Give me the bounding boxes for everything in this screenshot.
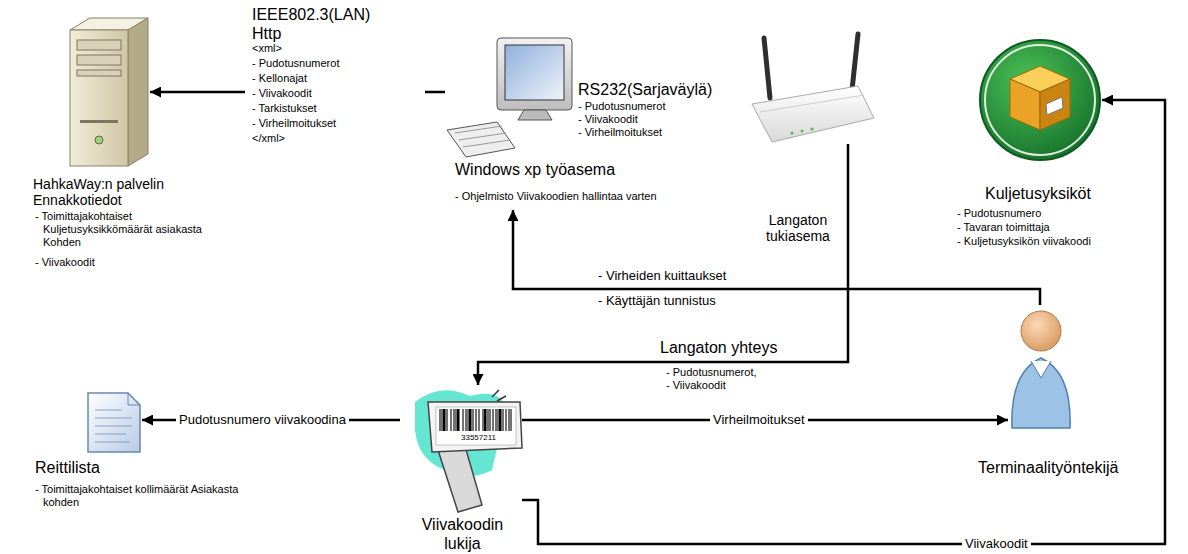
barcode-bars: [444, 409, 500, 431]
antenna: [764, 38, 770, 98]
diagram-node: Kuljetusyksiköt- Pudotusnumero- Tavaran …: [978, 38, 1102, 162]
annotation-label: - Viivakoodit: [252, 87, 312, 100]
package-right: [1040, 79, 1070, 130]
diagram-node: HahkaWay:n palvelin Ennakkotiedot- Toimi…: [55, 16, 150, 168]
connector-arrow: [478, 144, 848, 385]
keyboard: [447, 122, 515, 157]
annotation-label: 33557211: [458, 433, 499, 443]
annotation-label: - Virheilmoitukset: [252, 117, 336, 130]
annotation-label: </xml>: [252, 132, 285, 145]
annotation-label: - Pudotusnumerot: [578, 100, 665, 113]
node-text: HahkaWay:n palvelin Ennakkotiedot: [33, 176, 193, 208]
diagram-node: Windows xp työasema - Ohjelmisto Viivakoo…: [445, 36, 690, 210]
annotation-label: - Pudotusnumerot,: [666, 366, 757, 379]
keyboard-keys: [455, 126, 510, 147]
power-button: [95, 136, 103, 144]
drive-bay: [77, 55, 121, 65]
label-patch: [245, 40, 425, 148]
node-text: Windows xp työasema: [455, 160, 615, 179]
server-side: [128, 18, 148, 166]
router-edge: [760, 95, 864, 112]
diagram-node: Reittilista- Toimittajakohtaiset kollimä…: [86, 392, 142, 454]
reader-handle: [438, 446, 482, 512]
diagram-node: Langaton tukiasema: [752, 32, 874, 144]
node-text: Kuljetusyksiköt: [985, 184, 1091, 203]
node-text: - Ohjelmisto Viivakoodien hallintaa vart…: [455, 190, 657, 203]
drive-bay: [77, 70, 121, 76]
node-text: Viivakoodin lukija: [410, 515, 515, 553]
node-text: - Pudotusnumero: [957, 207, 1041, 220]
node-text: - Tavaran toimittaja: [957, 221, 1050, 234]
node-text: Terminaalityöntekijä: [978, 458, 1119, 477]
annotation-label: RS232(Sarjaväylä): [578, 80, 712, 99]
circle-outline: [980, 40, 1100, 160]
annotation-label: - Viivakoodit: [578, 113, 638, 126]
node-text: Langaton tukiasema: [748, 212, 848, 244]
connector-arrow: [522, 100, 1165, 544]
edge-label: Virheilmoitukset: [710, 412, 808, 428]
node-text: - Viivakoodit: [35, 256, 95, 269]
server-vent: [80, 120, 118, 123]
router-led: [790, 131, 793, 134]
diagram-node: Terminaalityöntekijä: [1008, 305, 1074, 430]
person-collar: [1031, 361, 1051, 378]
edge-label: Viivakoodit: [962, 536, 1031, 552]
document-lines: [95, 410, 132, 442]
document-icon: [88, 393, 140, 452]
node-text: - Kuljetusyksikön viivakoodi: [957, 235, 1091, 248]
edge-label: Pudotusnumero viivakoodina: [176, 412, 349, 428]
router-body: [752, 86, 874, 142]
annotation-label: <xml>: [252, 42, 282, 55]
monitor-case: [497, 38, 572, 110]
package-top: [1010, 66, 1070, 92]
edge-label: - Virheiden kuittaukset: [598, 268, 726, 284]
node-text: - Toimittajakohtaiset Kuljetusyksikkömää…: [35, 210, 233, 249]
router-led: [800, 129, 803, 132]
reader-head: [428, 402, 522, 452]
node-text: - Toimittajakohtaiset kollimäärät Asiaka…: [35, 483, 248, 509]
scan-signal: [492, 390, 506, 401]
person-body: [1012, 358, 1070, 428]
server-front: [70, 30, 128, 166]
circle-shape: [978, 38, 1102, 162]
annotation-label: - Pudotusnumerot: [252, 57, 339, 70]
diagram-node: Viivakoodin lukija: [400, 385, 522, 512]
barcode-label: [436, 407, 516, 445]
monitor-stand: [518, 110, 552, 120]
monitor-screen: [505, 45, 564, 100]
node-text: Reittilista: [35, 458, 100, 477]
annotation-label: - Kellonajat: [252, 72, 307, 85]
antenna: [852, 34, 858, 90]
edge-label: Langaton yhteys: [660, 338, 777, 357]
annotation-label: - Viivakoodit: [666, 379, 726, 392]
annotation-label: - Virheilmoitukset: [578, 126, 662, 139]
barcode-bars: [440, 409, 511, 431]
annotation-label: - Käyttäjän tunnistus: [598, 293, 716, 309]
annotation-label: - Tarkistukset: [252, 102, 317, 115]
package-tag: [1046, 97, 1063, 115]
person-head: [1021, 311, 1061, 351]
document-fold: [128, 393, 140, 405]
circle-ring: [985, 45, 1095, 155]
drive-bay: [77, 40, 121, 50]
edge-label: IEEE802.3(LAN) Http: [252, 5, 392, 43]
package-left: [1010, 79, 1040, 130]
router-led: [810, 127, 813, 130]
